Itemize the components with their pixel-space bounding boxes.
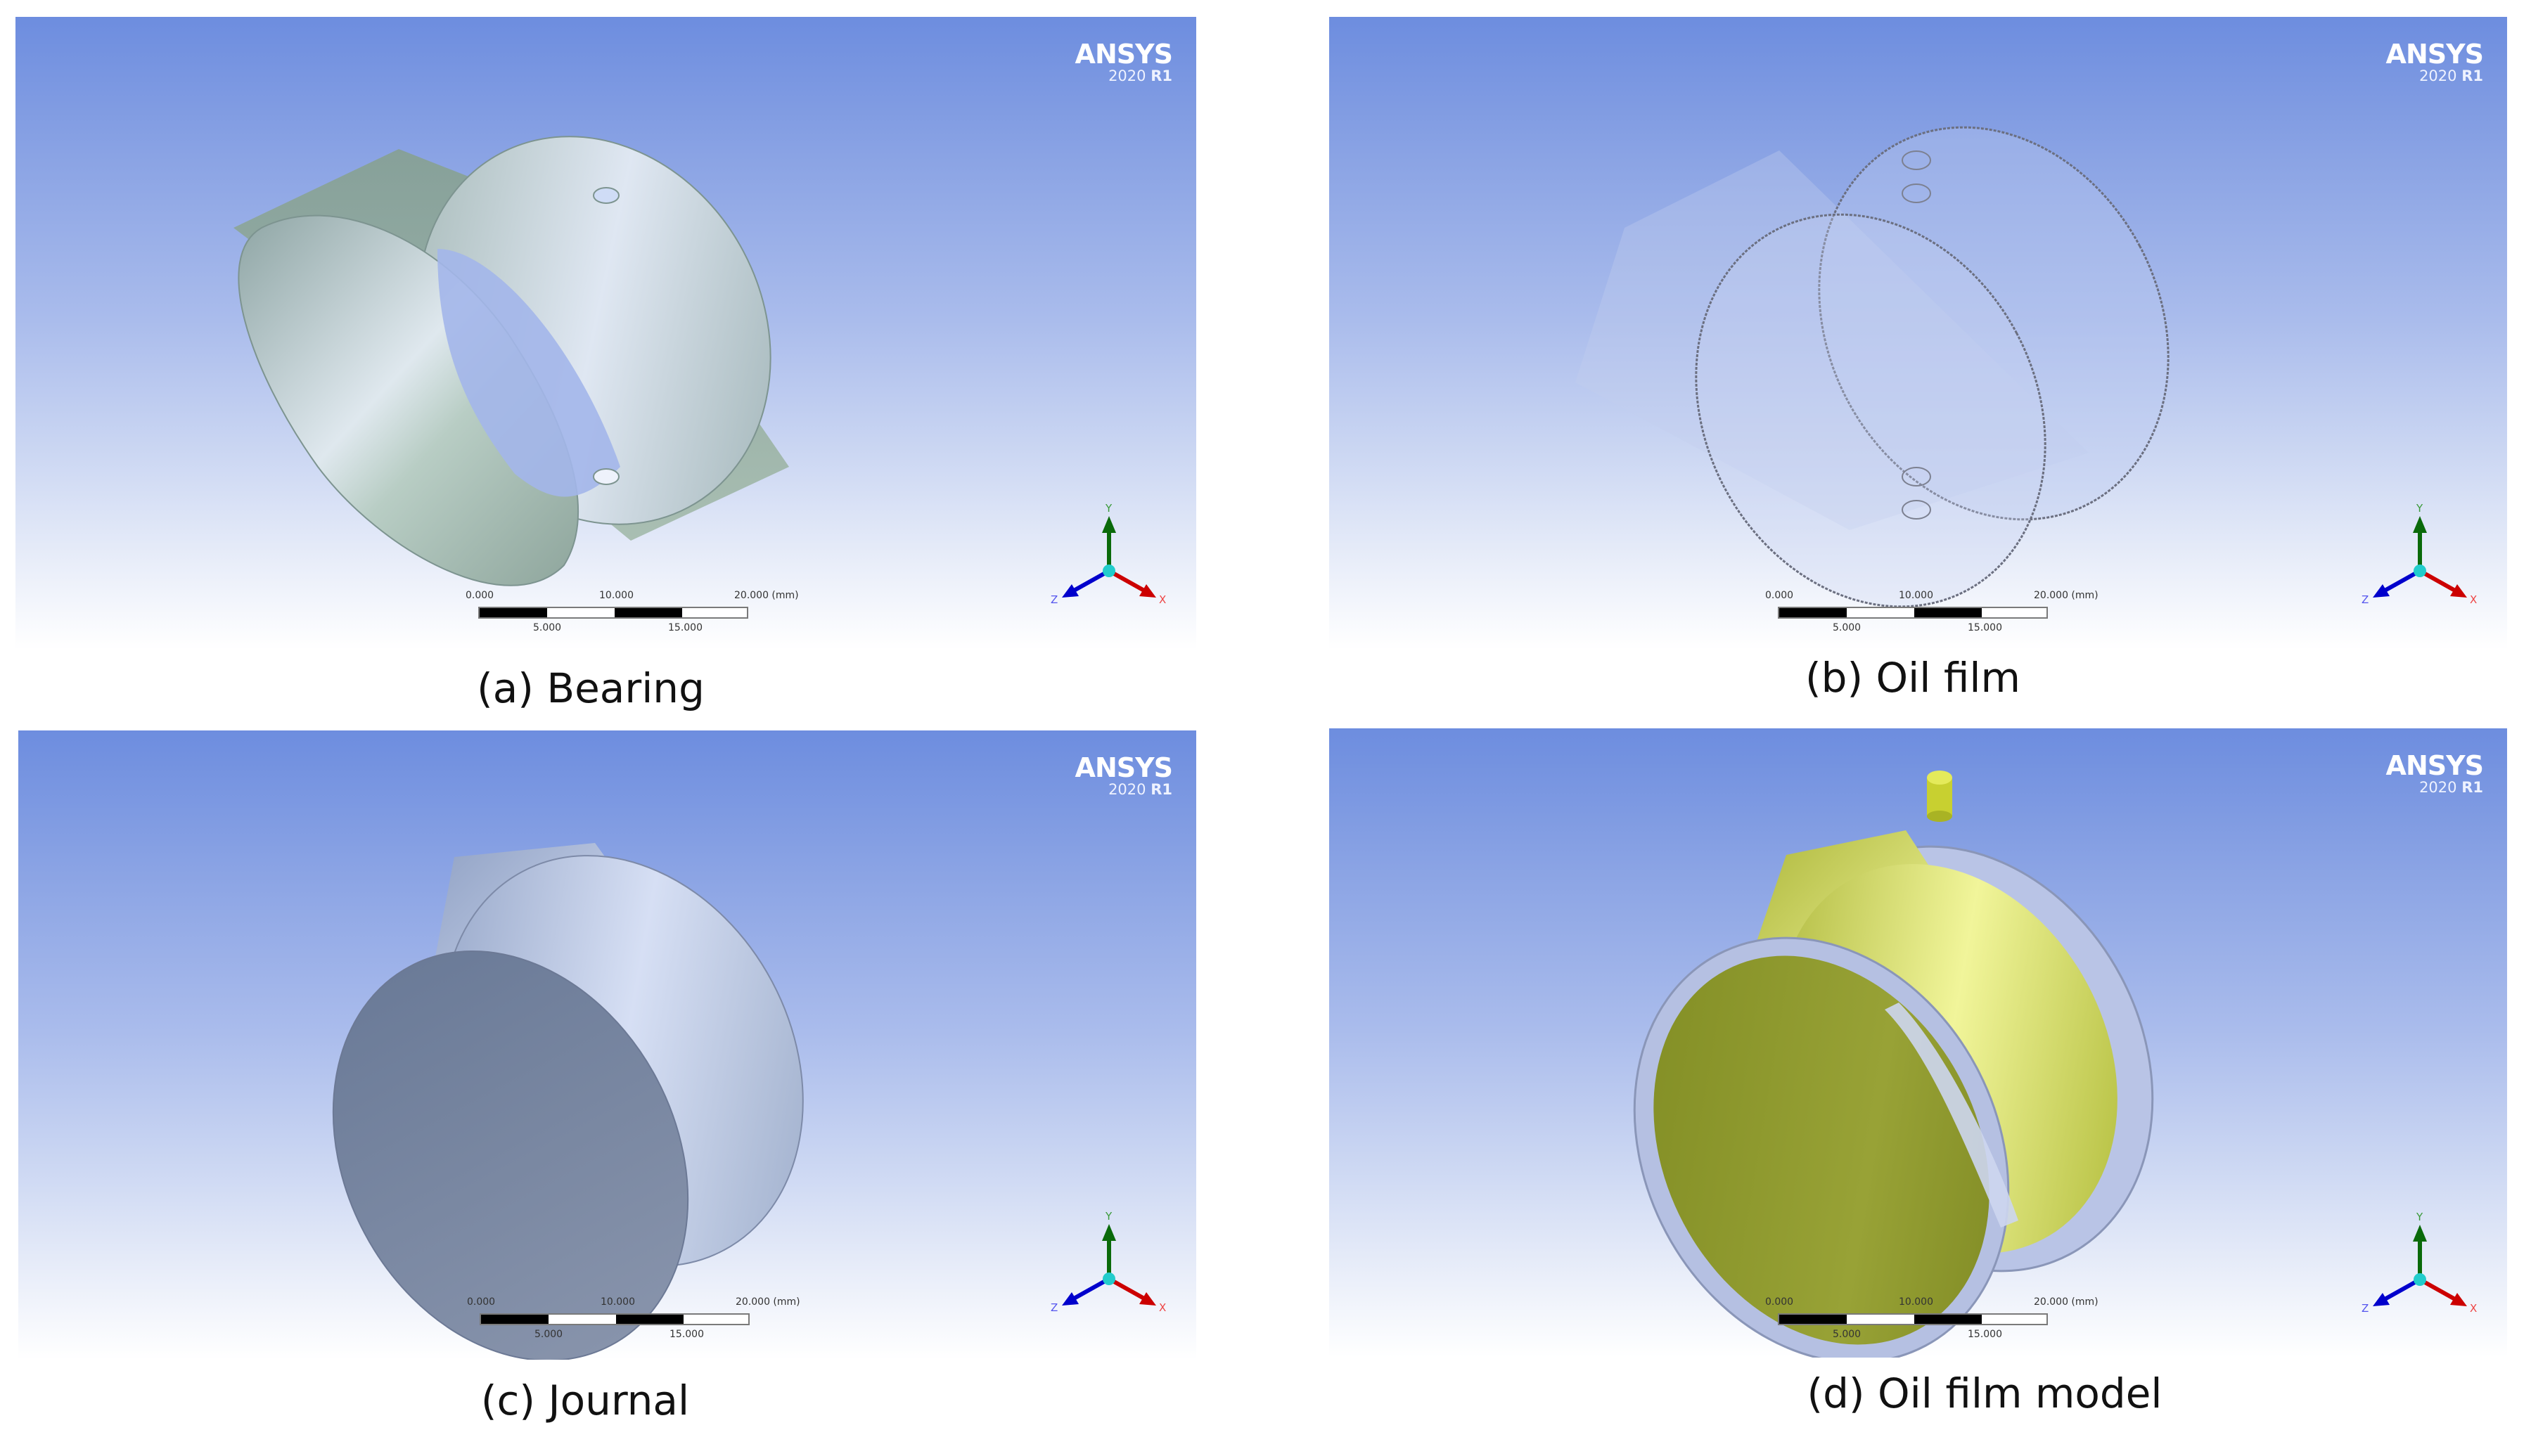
ansys-version: 2020 R1 — [1108, 67, 1172, 84]
viewport-panel-oil-film-model: ANSYS 2020 R1 0.000 10.000 20.000 (mm) 5… — [1329, 728, 2507, 1358]
caption-oil-film: (b) Oil film — [1805, 654, 2020, 702]
svg-text:Z: Z — [1051, 593, 1058, 606]
ansys-brand: ANSYS — [2385, 750, 2484, 781]
svg-text:Y: Y — [1105, 1210, 1113, 1223]
svg-text:X: X — [1159, 593, 1166, 606]
bearing-model — [233, 136, 789, 586]
ansys-version: 2020 R1 — [2419, 779, 2483, 796]
svg-text:X: X — [1159, 1301, 1166, 1314]
ansys-logo: ANSYS 2020 R1 — [2385, 750, 2484, 796]
svg-text:X: X — [2470, 1302, 2477, 1315]
svg-text:Z: Z — [1051, 1301, 1058, 1314]
svg-text:X: X — [2470, 593, 2477, 606]
axis-triad-icon: Y X Z — [1051, 1210, 1166, 1314]
caption-journal: (c) Journal — [480, 1377, 690, 1424]
ansys-brand: ANSYS — [2385, 39, 2484, 70]
axis-triad-icon: Y X Z — [2362, 1211, 2477, 1315]
svg-text:Z: Z — [2362, 1302, 2369, 1315]
ansys-brand: ANSYS — [1075, 752, 1173, 783]
ansys-logo: ANSYS 2020 R1 — [2385, 39, 2484, 84]
caption-oil-film-model: (d) Oil film model — [1807, 1370, 2162, 1417]
svg-text:Y: Y — [2416, 1211, 2423, 1223]
svg-text:Y: Y — [1105, 502, 1113, 515]
scale-bar: 0.000 10.000 20.000 (mm) 5.000 15.000 — [1765, 590, 2099, 633]
scale-bar: 0.000 10.000 20.000 (mm) 5.000 15.000 — [466, 590, 799, 633]
scale-bar: 0.000 10.000 20.000 (mm) 5.000 15.000 — [467, 1296, 800, 1340]
axis-triad-icon: Y X Z — [2362, 502, 2477, 606]
ansys-brand: ANSYS — [1075, 39, 1173, 70]
ansys-logo: ANSYS 2020 R1 — [1075, 752, 1173, 798]
svg-text:Y: Y — [2416, 502, 2423, 515]
ansys-logo: ANSYS 2020 R1 — [1075, 39, 1173, 84]
viewport-panel-bearing: ANSYS 2020 R1 0.000 10.000 20.000 (mm) 5… — [15, 17, 1196, 650]
svg-text:Z: Z — [2362, 593, 2369, 606]
oil-film-model — [1575, 126, 2170, 608]
journal-model — [332, 843, 804, 1360]
scale-bar: 0.000 10.000 20.000 (mm) 5.000 15.000 — [1765, 1296, 2099, 1340]
caption-bearing: (a) Bearing — [477, 664, 705, 712]
ansys-version: 2020 R1 — [1108, 781, 1172, 798]
ansys-version: 2020 R1 — [2419, 67, 2483, 84]
axis-triad-icon: Y X Z — [1051, 502, 1166, 606]
oil-film-assembly-model — [1633, 771, 2154, 1358]
viewport-panel-oil-film: ANSYS 2020 R1 0.000 10.000 20.000 (mm) 5… — [1329, 17, 2507, 650]
viewport-panel-journal: ANSYS 2020 R1 0.000 10.000 20.000 (mm) 5… — [18, 730, 1196, 1360]
